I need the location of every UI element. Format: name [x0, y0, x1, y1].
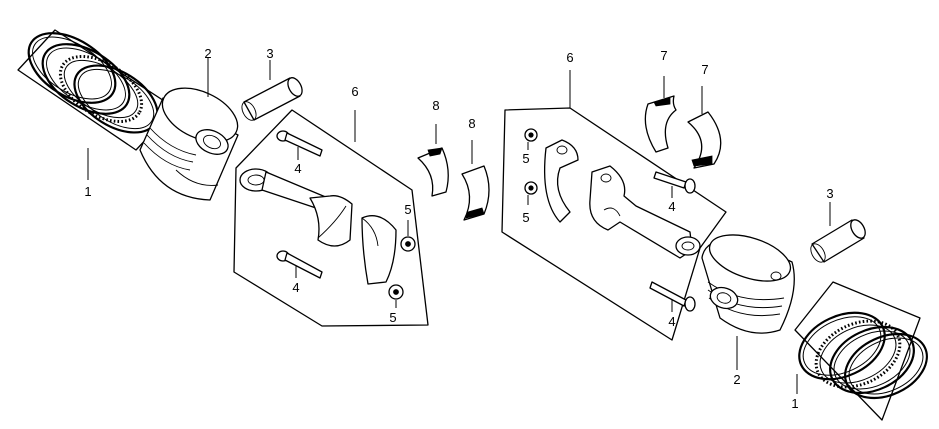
- left-pin-callout: 3: [266, 46, 273, 61]
- left-piston: [139, 87, 239, 201]
- left-bearing-b-callout: 8: [468, 116, 475, 131]
- right-bearing-b-callout: 7: [701, 62, 708, 77]
- right-rod-bolt-bottom: [649, 281, 696, 312]
- right-connecting-rod: [589, 165, 701, 259]
- left-bearing-a-callout: 8: [432, 98, 439, 113]
- left-bolt-top-callout: 4: [294, 161, 301, 176]
- right-rod-assembly-callout: 6: [566, 50, 573, 65]
- left-rod-assembly-callout: 6: [351, 84, 358, 99]
- right-piston-pin: [810, 219, 866, 263]
- left-nut-bottom-callout: 5: [389, 310, 396, 325]
- right-rod-cap: [543, 139, 579, 223]
- right-bearing-a-callout: 7: [660, 48, 667, 63]
- right-bolt-top-callout: 4: [668, 199, 675, 214]
- left-rod-bolt-bottom: [276, 250, 323, 279]
- right-piston: [701, 234, 795, 334]
- right-nut-bottom: [524, 181, 538, 195]
- left-connecting-rod: [239, 168, 353, 247]
- right-rings-callout: 1: [791, 396, 798, 411]
- left-bearing-shell-a: [417, 147, 449, 197]
- left-piston-pin: [241, 77, 303, 121]
- right-bearing-shell-b: [687, 111, 722, 169]
- left-rod-cap: [361, 215, 397, 285]
- left-nut-top-callout: 5: [404, 202, 411, 217]
- left-nut-top: [400, 236, 416, 252]
- right-rod-bolt-top: [653, 171, 696, 194]
- right-piston-callout: 2: [733, 372, 740, 387]
- left-rod-bolt-top: [276, 130, 323, 157]
- right-bearing-shell-a: [644, 95, 677, 153]
- left-bearing-shell-b: [461, 165, 490, 221]
- left-piston-callout: 2: [204, 46, 211, 61]
- right-nut-top: [524, 128, 538, 142]
- left-bolt-bottom-callout: 4: [292, 280, 299, 295]
- left-nut-bottom: [388, 284, 404, 300]
- right-nut-bottom-callout: 5: [522, 210, 529, 225]
- left-rings-callout: 1: [84, 184, 91, 199]
- left-rod-assembly-frame: [233, 109, 429, 327]
- right-bolt-bottom-callout: 4: [668, 314, 675, 329]
- right-pin-callout: 3: [826, 186, 833, 201]
- right-piston-ring-set: [794, 281, 928, 421]
- right-nut-top-callout: 5: [522, 151, 529, 166]
